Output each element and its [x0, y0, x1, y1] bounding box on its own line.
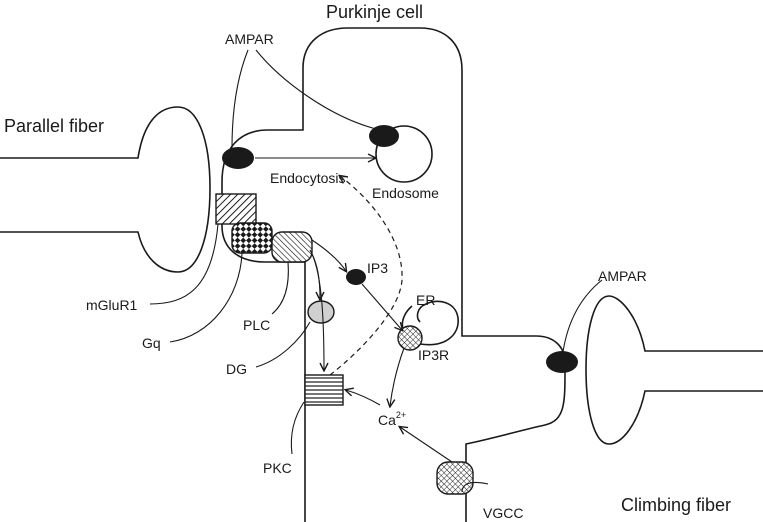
leader-vgcc [461, 481, 489, 493]
leader-ampar-endosome [255, 49, 381, 131]
pkc-to-endocytosis-dashed-arrow [329, 176, 403, 376]
purkinje-cell-outline [221, 27, 566, 522]
endocytosis-label: Endocytosis [270, 170, 345, 186]
vgcc-to-ca-arrow [400, 427, 453, 463]
vgcc-label: VGCC [483, 505, 523, 521]
climbing-fiber-label: Climbing fiber [621, 495, 731, 515]
ampar-climbing [546, 351, 578, 373]
endosome-ampar [369, 125, 399, 147]
ampar-right-label: AMPAR [598, 268, 647, 284]
leader-mglur1 [149, 223, 219, 305]
plc-to-ip3-arrow [311, 239, 346, 271]
leader-dg [255, 321, 311, 368]
vgcc-channel [436, 461, 474, 495]
mglur1-receptor [215, 193, 257, 225]
pkc-kinase [304, 374, 344, 406]
parallel-fiber-outline [0, 106, 211, 273]
ca-to-pkc-arrow [346, 390, 381, 406]
ampar-top-label: AMPAR [225, 31, 274, 47]
plc-enzyme [271, 231, 313, 263]
ca-label: Ca2+ [378, 410, 406, 428]
purkinje-cell-label: Purkinje cell [326, 2, 423, 22]
ip3r-receptor [397, 325, 423, 351]
dg-molecule [307, 300, 335, 324]
climbing-fiber-outline [585, 295, 763, 445]
gq-label: Gq [142, 335, 161, 351]
leader-ampar-top [231, 49, 249, 149]
ip3-molecule [346, 269, 366, 285]
ca-superscript: 2+ [396, 410, 406, 420]
endosome-label: Endosome [372, 185, 439, 201]
ip3-to-ip3r-arrow [361, 283, 402, 330]
parallel-fiber-label: Parallel fiber [4, 116, 104, 136]
ca-base: Ca [378, 412, 396, 428]
leader-pkc [290, 401, 305, 455]
pkc-label: PKC [263, 460, 292, 476]
mglur1-label: mGluR1 [86, 297, 138, 313]
leader-ampar-right [562, 279, 603, 353]
ip3-label: IP3 [367, 260, 388, 276]
ip3r-to-ca-arrow [390, 347, 405, 406]
ip3r-label: IP3R [418, 347, 449, 363]
leader-gq [169, 252, 243, 343]
er-label: ER [416, 292, 435, 308]
plc-to-pkc-arrow [311, 253, 324, 370]
dg-label: DG [226, 361, 247, 377]
leader-plc [271, 261, 289, 315]
gq-protein [231, 222, 273, 254]
ampar-parallel [222, 147, 254, 169]
plc-label: PLC [243, 317, 270, 333]
